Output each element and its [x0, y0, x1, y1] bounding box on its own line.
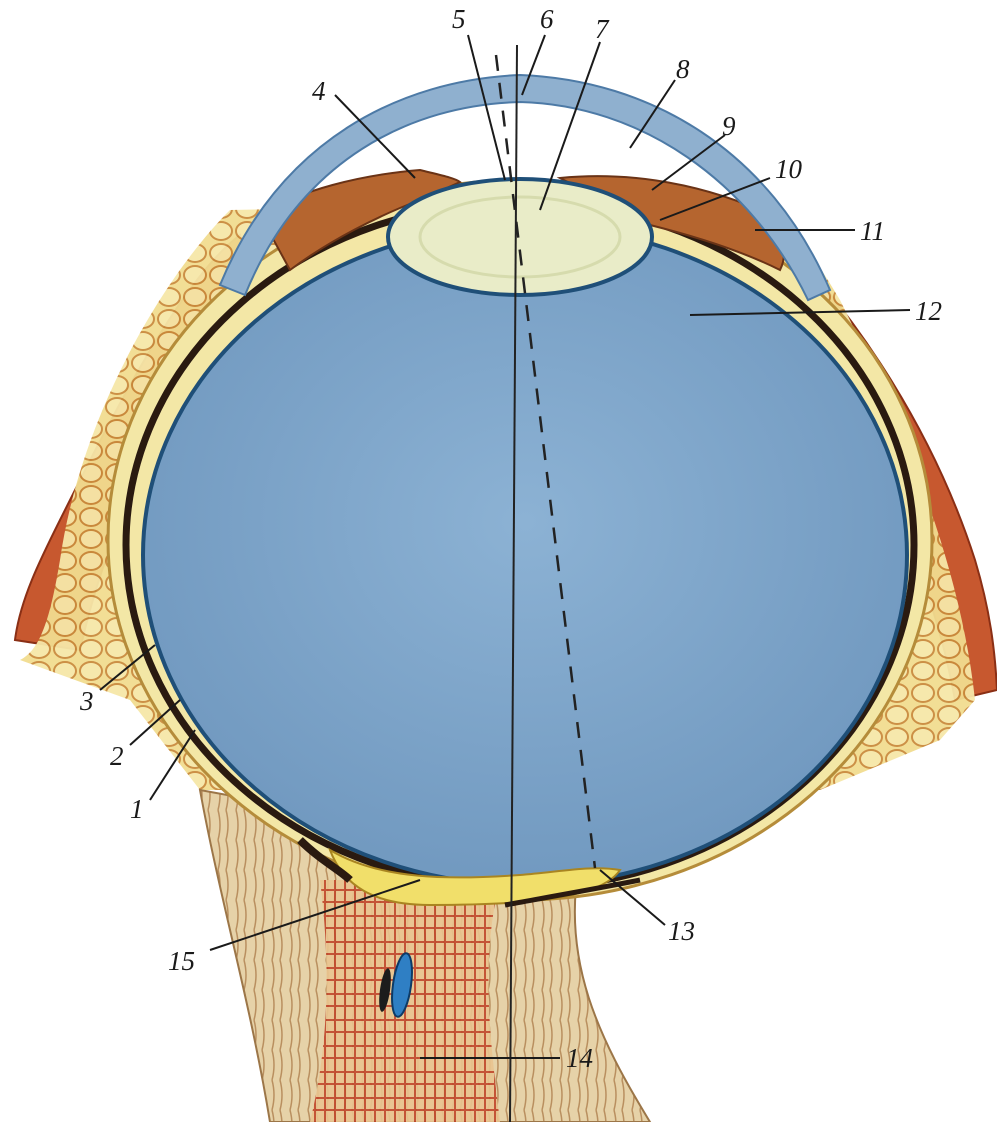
label-4: 4	[312, 76, 326, 106]
label-6: 6	[540, 4, 554, 34]
label-9: 9	[722, 111, 736, 141]
label-12: 12	[915, 296, 942, 326]
vitreous-body	[143, 225, 907, 885]
label-15: 15	[168, 946, 195, 976]
label-8: 8	[676, 54, 690, 84]
label-7: 7	[595, 14, 610, 44]
label-14: 14	[566, 1043, 593, 1073]
leader-5	[468, 35, 505, 180]
label-13: 13	[668, 916, 695, 946]
label-1: 1	[130, 794, 144, 824]
label-10: 10	[775, 154, 803, 184]
label-2: 2	[110, 741, 124, 771]
label-5: 5	[452, 4, 466, 34]
label-3: 3	[79, 686, 94, 716]
label-11: 11	[860, 216, 885, 246]
